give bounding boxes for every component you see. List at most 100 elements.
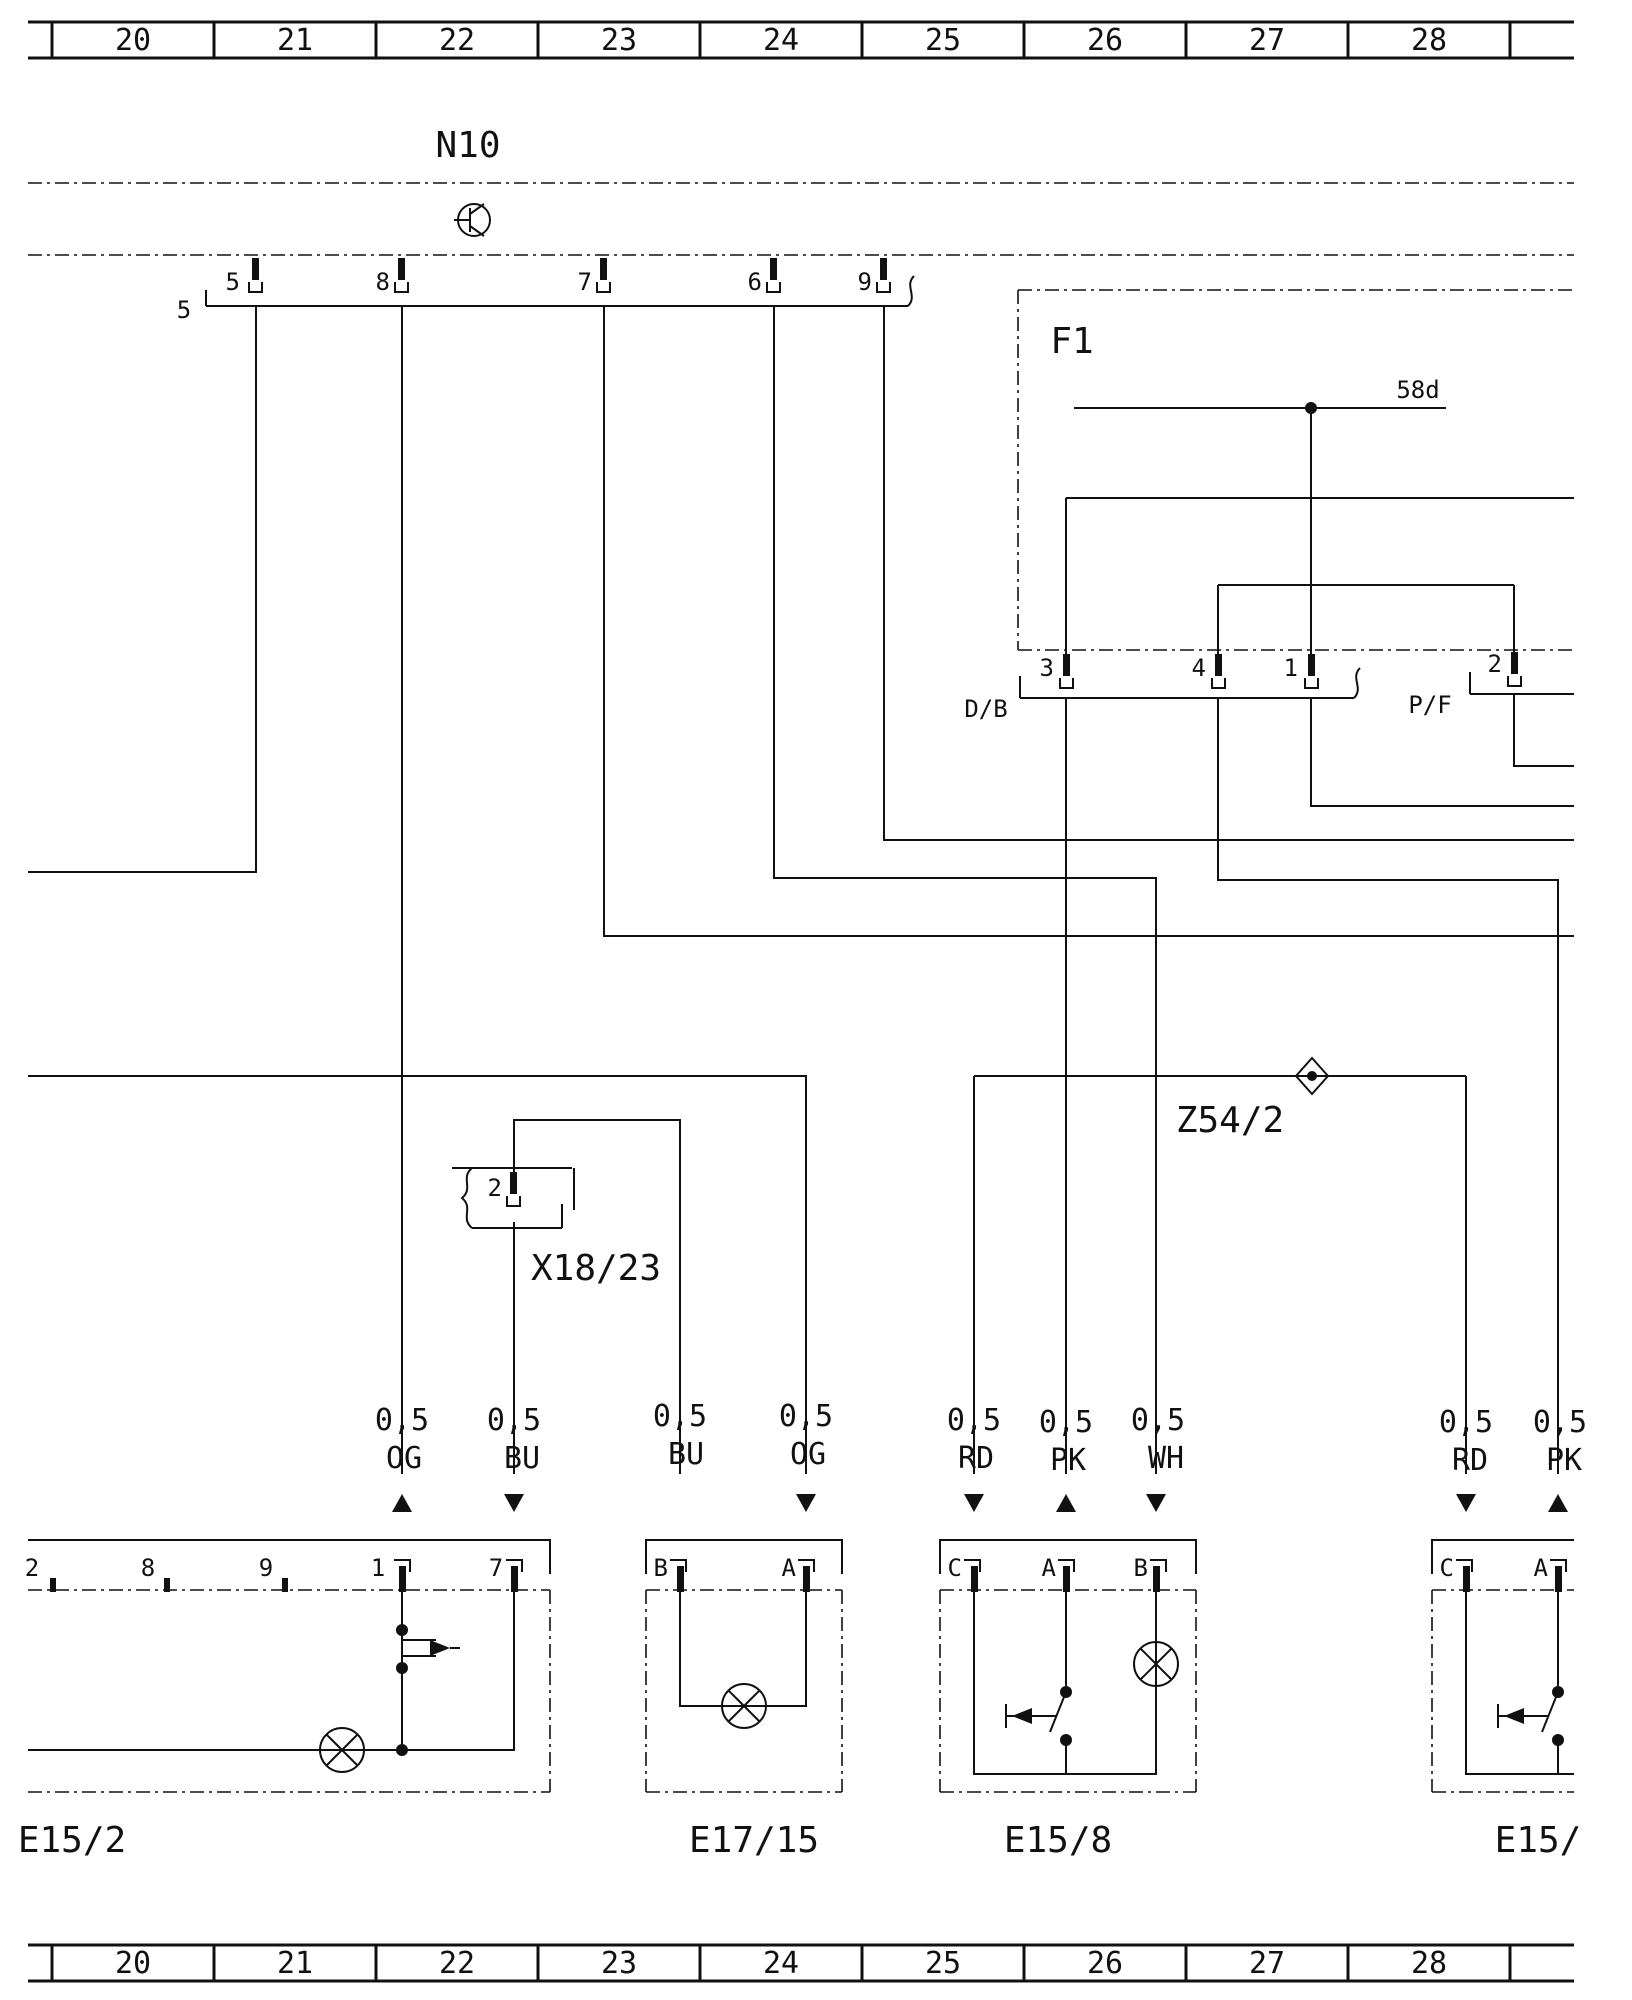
- svg-text:RD: RD: [958, 1441, 994, 1476]
- n10-pin: 5: [226, 258, 263, 296]
- svg-text:0,5: 0,5: [1131, 1403, 1185, 1438]
- svg-text:PK: PK: [1050, 1443, 1086, 1478]
- n10-connector-label: 5: [177, 296, 191, 324]
- svg-text:1: 1: [1284, 654, 1298, 682]
- grid-number: 24: [763, 1946, 799, 1981]
- svg-text:8: 8: [376, 268, 390, 296]
- x18-label: X18/23: [531, 1248, 661, 1289]
- svg-text:WH: WH: [1148, 1441, 1184, 1476]
- f1-pin: 3: [1040, 654, 1074, 689]
- svg-text:9: 9: [858, 268, 872, 296]
- n10-pin: 8: [376, 258, 409, 296]
- arrow-up-icon: [392, 1494, 412, 1512]
- grid-number: 26: [1087, 23, 1123, 58]
- e15-2-pin: 1: [371, 1554, 385, 1582]
- wire-label: 0,5 PK: [1533, 1405, 1587, 1512]
- splice-diamond-icon: [1294, 1056, 1330, 1096]
- grid-number: 23: [601, 1946, 637, 1981]
- f1-pin: 2: [1488, 650, 1522, 687]
- grid-number: 21: [277, 1946, 313, 1981]
- e17-15-component: B A E17/15: [645, 1539, 843, 1861]
- grid-number: 25: [925, 23, 961, 58]
- svg-text:0,5: 0,5: [779, 1399, 833, 1434]
- bottom-grid-ruler: 20 21 22 23 24 25 26 27 28: [28, 1943, 1574, 1983]
- svg-text:7: 7: [578, 268, 592, 296]
- x18-connector: 2 X18/23: [452, 1167, 661, 1289]
- svg-text:4: 4: [1192, 654, 1206, 682]
- grid-number: 28: [1411, 1946, 1447, 1981]
- wire-label: 0,5 OG: [779, 1399, 833, 1512]
- e15-2-label: E15/2: [18, 1820, 126, 1861]
- n10-pin: 6: [748, 258, 781, 296]
- wire-label: 0,5 BU: [653, 1399, 707, 1472]
- f1-pin: 1: [1284, 654, 1319, 689]
- n10-pin: 7: [578, 258, 611, 296]
- svg-text:0,5: 0,5: [1533, 1405, 1587, 1440]
- e15-8-pin: B: [1134, 1554, 1148, 1582]
- f1-pin: 4: [1192, 654, 1226, 689]
- db-label: D/B: [964, 695, 1007, 723]
- z54-label: Z54/2: [1176, 1100, 1284, 1141]
- e15-2-pin: 8: [141, 1554, 155, 1582]
- e17-15-pin: B: [654, 1554, 668, 1582]
- svg-text:0,5: 0,5: [653, 1399, 707, 1434]
- e15-8-component: C A B E15/8: [939, 1539, 1197, 1861]
- wire-label: 0,5 RD: [1439, 1405, 1493, 1512]
- arrow-down-icon: [796, 1494, 816, 1512]
- n10-label: N10: [435, 125, 500, 166]
- svg-text:2: 2: [1488, 650, 1502, 678]
- grid-number: 27: [1249, 1946, 1285, 1981]
- wire-runs: [28, 306, 1574, 1474]
- x18-pin: 2: [488, 1174, 502, 1202]
- svg-text:BU: BU: [504, 1441, 540, 1476]
- svg-text:BU: BU: [668, 1437, 704, 1472]
- grid-number: 24: [763, 23, 799, 58]
- wire-label: 0,5 WH: [1131, 1403, 1185, 1512]
- arrow-down-icon: [1146, 1494, 1166, 1512]
- control-unit-icon: [454, 203, 491, 237]
- switch-arrow-icon: [430, 1640, 450, 1656]
- pf-label: P/F: [1408, 691, 1451, 719]
- svg-text:OG: OG: [386, 1441, 422, 1476]
- lamp-icon: [721, 1683, 767, 1729]
- svg-text:0,5: 0,5: [487, 1403, 541, 1438]
- svg-text:3: 3: [1040, 654, 1054, 682]
- arrow-down-icon: [1456, 1494, 1476, 1512]
- grid-number: 20: [115, 23, 151, 58]
- e15-2-pin: 9: [259, 1554, 273, 1582]
- e17-15-label: E17/15: [689, 1820, 819, 1861]
- grid-number: 28: [1411, 23, 1447, 58]
- grid-number: 21: [277, 23, 313, 58]
- e15-8-pin: A: [1042, 1554, 1057, 1582]
- f1-bus-label: 58d: [1396, 376, 1439, 404]
- arrow-up-icon: [1548, 1494, 1568, 1512]
- e15-right-component: C A E15/: [1431, 1539, 1582, 1861]
- grid-number: 27: [1249, 23, 1285, 58]
- svg-text:0,5: 0,5: [375, 1403, 429, 1438]
- svg-text:6: 6: [748, 268, 762, 296]
- e17-15-pin: A: [782, 1554, 797, 1582]
- e15-2-component: 2 8 9 1 7 E15/2: [18, 1539, 551, 1861]
- wire-label: 0,5 PK: [1039, 1405, 1093, 1512]
- svg-text:5: 5: [226, 268, 240, 296]
- top-grid-ruler: 20 21 22 23 24 25 26 27 28: [28, 20, 1574, 60]
- wire-label: 0,5 OG: [375, 1403, 429, 1512]
- e15-2-pin: 7: [489, 1554, 503, 1582]
- svg-text:PK: PK: [1546, 1443, 1582, 1478]
- f1-module: F1 58d D/B P/F 3 4 1: [964, 289, 1574, 723]
- svg-text:OG: OG: [790, 1437, 826, 1472]
- svg-text:0,5: 0,5: [1039, 1405, 1093, 1440]
- grid-number: 20: [115, 1946, 151, 1981]
- e15-2-pin: 2: [25, 1554, 39, 1582]
- svg-text:RD: RD: [1452, 1443, 1488, 1478]
- arrow-down-icon: [964, 1494, 984, 1512]
- e15-right-label: E15/: [1495, 1820, 1582, 1861]
- grid-number: 22: [439, 1946, 475, 1981]
- e15-right-pin: A: [1534, 1554, 1549, 1582]
- e15-right-pin: C: [1440, 1554, 1454, 1582]
- f1-label: F1: [1050, 321, 1093, 362]
- grid-number: 25: [925, 1946, 961, 1981]
- grid-number: 22: [439, 23, 475, 58]
- lamp-icon: [319, 1727, 365, 1773]
